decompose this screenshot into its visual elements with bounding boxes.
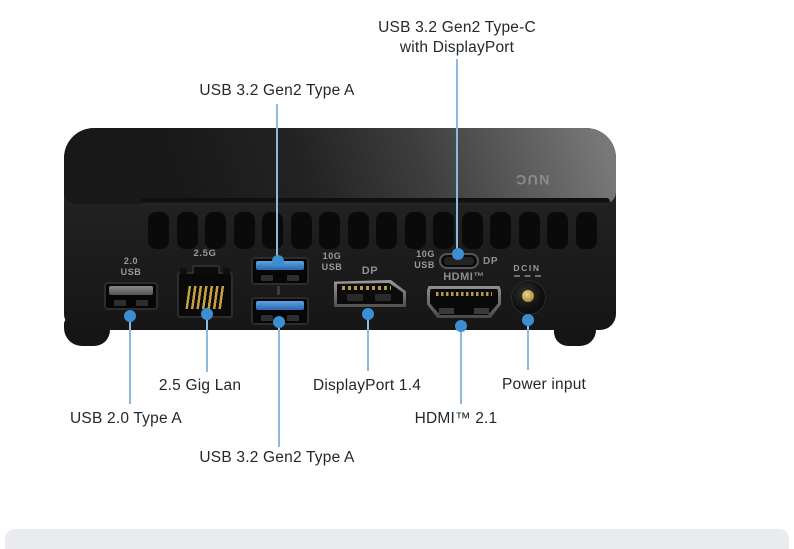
usb3-contact [287,275,299,281]
callout-label-usb-c-line2: with DisplayPort [399,39,515,56]
vent-grille [148,212,597,249]
usb2-port-label: 2.0 USB [104,256,158,278]
callout-label-dp: DisplayPort 1.4 [312,377,422,394]
ethernet-port [177,265,233,318]
callout-line-hdmi [460,326,462,404]
usb3-contact [261,275,273,281]
callout-label-power: Power input [501,376,587,393]
lan-port-label: 2.5G [193,248,217,259]
usb-divider-mark [277,286,280,295]
callout-label-hdmi: HDMI™ 2.1 [414,410,498,427]
vent-slot [262,212,283,249]
device-top-face [64,128,616,204]
callout-label-usb-c-line1: USB 3.2 Gen2 Type-C [378,19,536,36]
ethernet-corner-tab [223,268,230,274]
dc-power-jack [511,280,546,315]
usbc-port-label-right: DP [483,256,499,267]
vent-slot [547,212,568,249]
callout-label-usb2: USB 2.0 Type A [70,410,182,427]
displayport-port [334,280,406,307]
hdmi-slot [439,308,454,314]
hdmi-port-label: HDMI™ [443,271,485,283]
callout-label-usb-a-bottom: USB 3.2 Gen2 Type A [199,449,355,466]
callout-dot-usb-a-top [272,255,284,267]
callout-dot-lan [201,308,213,320]
ethernet-gold-pins [185,286,225,309]
usb3-contact [287,315,299,321]
vent-slot [148,212,169,249]
usb3-port-label: 10G USB [315,251,349,273]
vent-slot [233,212,255,249]
callout-label-usb-c: USB 3.2 Gen2 Type-C with DisplayPort [378,18,536,58]
callout-dot-usb-a-bottom [273,316,285,328]
callout-label-lan: 2.5 Gig Lan [158,377,242,394]
callout-line-usb-c [456,59,458,254]
vent-slot [433,212,454,249]
displayport-opening [337,283,403,304]
lid-seam [140,198,610,205]
vent-slot [376,212,397,249]
usbc-port-label-left-line1: 10G [416,249,435,259]
vent-slot [490,212,511,249]
vent-slot [461,212,483,249]
usb2-contact [114,300,126,306]
vent-slot [205,212,226,249]
vent-slot [319,212,340,249]
usbc-port-label-left: 10G USB [389,249,435,271]
usb2-tongue [109,286,153,295]
usb2-port-label-line2: USB [120,266,142,277]
ethernet-latch-tab [192,265,220,274]
vent-slot [290,212,312,249]
callout-line-power [527,320,529,370]
usb2-port-label-line1: 2.0 [123,256,139,266]
callout-dot-usb2 [124,310,136,322]
usb-c-opening [444,257,474,265]
ethernet-corner-tab [180,268,187,274]
callout-line-usb2 [129,316,131,404]
callout-line-dp [367,314,369,371]
vent-slot [404,212,426,249]
hdmi-slot [474,308,489,314]
callout-label-usb-a-top: USB 3.2 Gen2 Type A [199,82,355,99]
footer-bar [5,529,789,549]
vent-slot [575,212,597,249]
displayport-slot [347,294,363,301]
mini-pc-device: NUC 2.0 USB 2.5G 10G [64,128,616,350]
displayport-pins [342,286,391,290]
callout-dot-usb-c [452,248,464,260]
displayport-slot [375,294,391,301]
usb2-contact [136,300,148,306]
callout-dot-power [522,314,534,326]
dc-power-pin [522,290,534,302]
usb3-port-label-line2: USB [321,261,343,272]
callout-line-usb-a-bottom [278,322,280,447]
usb3-blue-tongue [256,301,304,310]
dcin-label-dashes [514,275,541,277]
usb3-port-label-line1: 10G [322,251,342,261]
usb2-port [104,282,158,310]
dcin-port-label: DCIN [513,263,541,273]
usb3-contact [261,315,273,321]
vent-slot [176,212,198,249]
callout-line-lan [206,314,208,372]
callout-dot-hdmi [455,320,467,332]
vent-slot [347,212,369,249]
hdmi-port [427,286,501,318]
vent-slot [518,212,540,249]
callout-dot-dp [362,308,374,320]
callout-line-usb-a-top [276,104,278,261]
device-rear-panel: NUC 2.0 USB 2.5G 10G [64,128,616,330]
usbc-port-label-left-line2: USB [414,259,435,270]
nuc-logo: NUC [514,172,550,188]
hdmi-pins [436,292,492,296]
dp-port-label: DP [361,265,379,277]
